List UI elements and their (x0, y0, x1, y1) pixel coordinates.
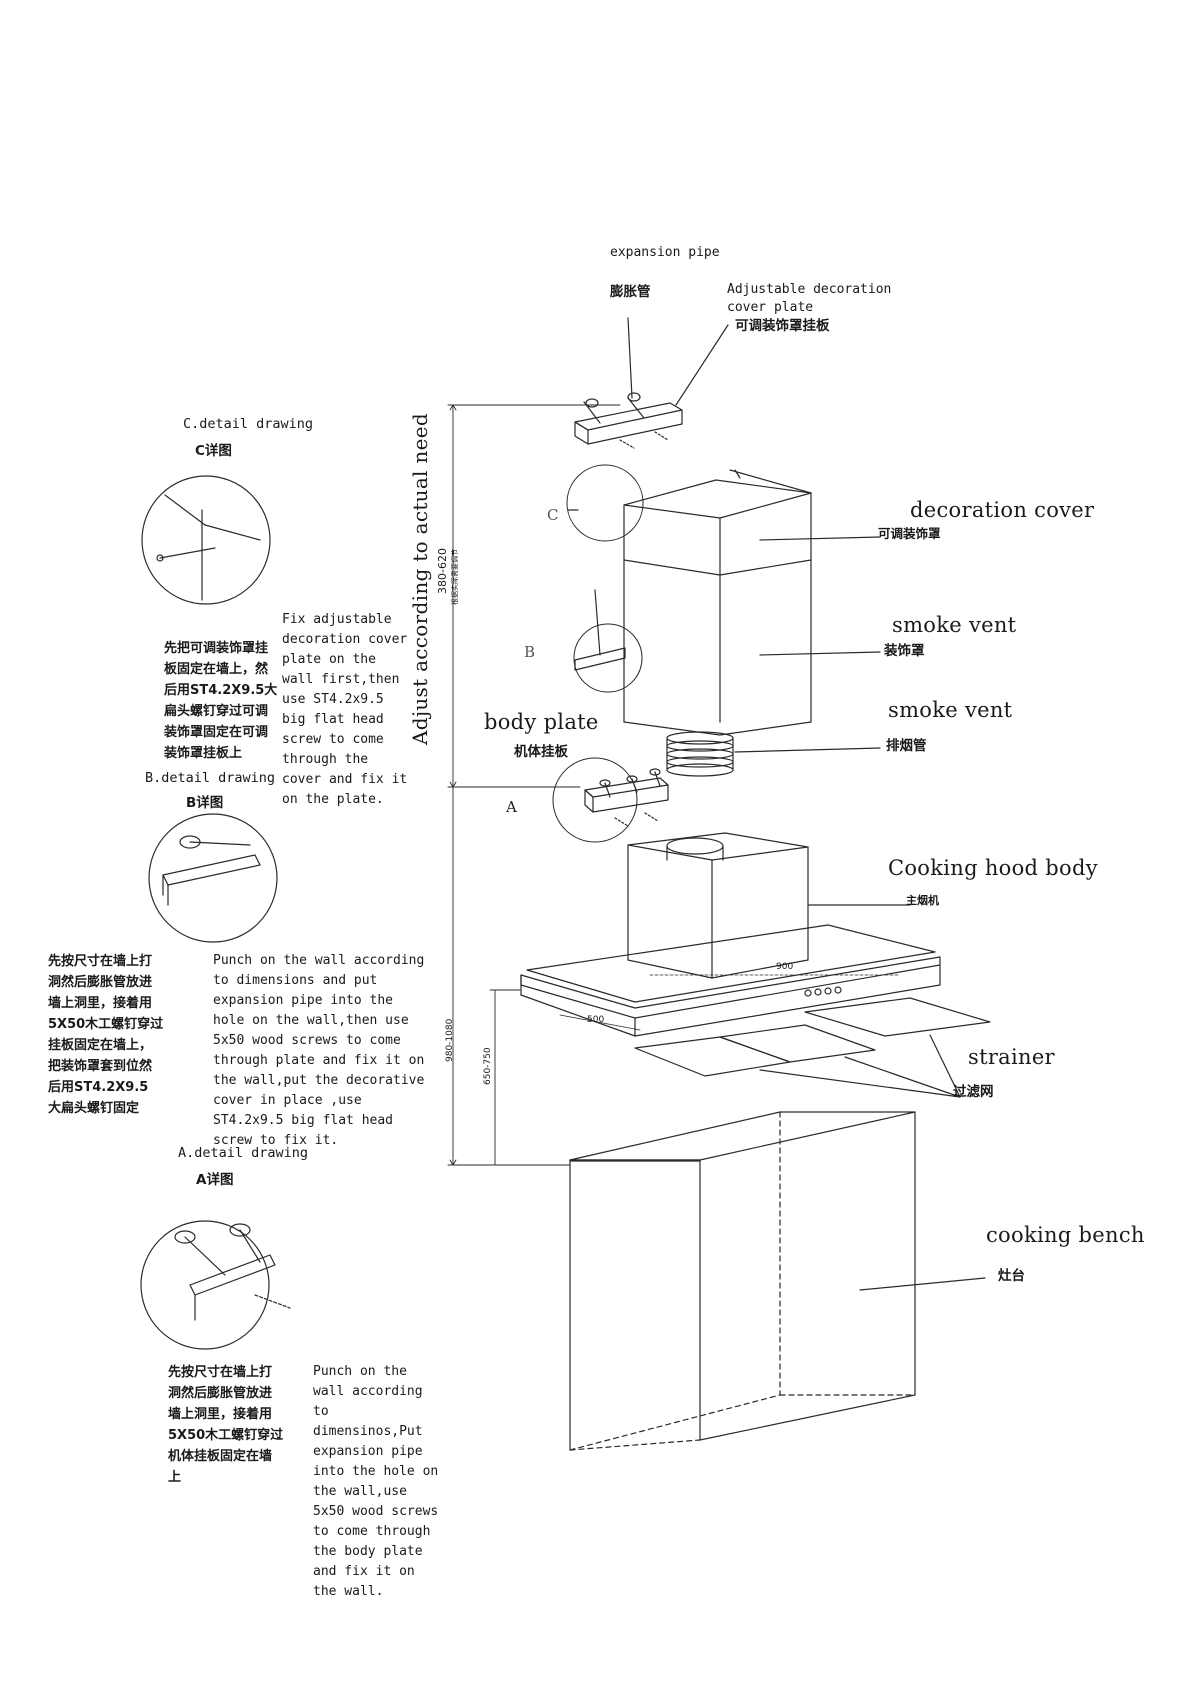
b-detail-text-en: Punch on the wall according to dimension… (213, 953, 425, 1148)
a-detail-text-en: Punch on the wall according to dimensino… (313, 1364, 439, 1599)
c-detail-text-en: Fix adjustable decoration cover plate on… (282, 612, 408, 807)
detail-circle-a (140, 757, 638, 1350)
smoke-vent-pipe-label-en: smoke vent (888, 698, 1013, 722)
dimension-900: 900 (776, 962, 794, 972)
dimension-980-1080: 980-1080 (445, 1018, 455, 1062)
detail-letter-a: A (506, 798, 517, 816)
dimension-650-750: 650-750 (483, 1047, 493, 1085)
hood-body-part (627, 832, 911, 979)
detail-letter-c: C (547, 506, 559, 524)
a-detail-text-cn: 先按尺寸在墙上打 洞然后膨胀管放进 墙上洞里，接着用 5X50木工螺钉穿过 机体… (168, 1365, 284, 1485)
adjustable-cover-plate-part (574, 317, 729, 449)
smoke-vent-pipe-part (666, 731, 881, 777)
cooking-bench-label-cn: 灶台 (998, 1268, 1025, 1284)
decoration-cover-label-cn: 可调装饰罩 (878, 526, 941, 541)
c-detail-title-cn: C详图 (195, 443, 232, 459)
expansion-pipe-label-cn: 膨胀管 (610, 284, 651, 300)
decoration-cover-part (623, 469, 881, 736)
body-plate-part (584, 768, 669, 827)
a-detail-title-en: A.detail drawing (178, 1145, 309, 1161)
c-detail-title-en: C.detail drawing (183, 416, 314, 432)
canopy-part (520, 924, 941, 1037)
dimension-380-620: 380-620 (436, 548, 449, 594)
adjustable-plate-label-cn: 可调装饰罩挂板 (735, 318, 830, 334)
body-plate-label-en: body plate (484, 710, 599, 734)
smoke-vent-pipe-label-cn: 排烟管 (886, 738, 927, 754)
adjustable-plate-label-en: Adjustable decoration cover plate (727, 282, 892, 315)
b-detail-title-cn: B详图 (186, 795, 224, 811)
b-detail-text-cn: 先按尺寸在墙上打 洞然后膨胀管放进 墙上洞里，接着用 5X50木工螺钉穿过 挂板… (48, 954, 164, 1116)
hood-body-label-en: Cooking hood body (888, 856, 1098, 880)
adjust-vertical-label: Adjust according to actual need (408, 413, 432, 745)
cooking-bench-part (569, 1111, 986, 1451)
a-detail-title-cn: A详图 (196, 1172, 234, 1188)
dimension-500: 500 (587, 1015, 605, 1025)
b-detail-title-en: B.detail drawing (145, 770, 276, 786)
dimension-lines (447, 404, 621, 1166)
dimension-380-620-note: 根据实际需要调节 (451, 549, 459, 605)
detail-letter-b: B (524, 643, 536, 661)
strainer-part (634, 997, 991, 1098)
smoke-vent-label-cn: 装饰罩 (884, 643, 925, 659)
cooking-bench-label-en: cooking bench (986, 1223, 1145, 1247)
hood-body-label-cn: 主烟机 (906, 894, 939, 907)
body-plate-label-cn: 机体挂板 (514, 744, 568, 760)
strainer-label-cn: 过滤网 (953, 1084, 994, 1100)
decoration-cover-label-en: decoration cover (910, 498, 1095, 522)
detail-circle-c (141, 464, 644, 605)
expansion-pipe-label-en: expansion pipe (610, 245, 720, 260)
c-detail-text-cn: 先把可调装饰罩挂 板固定在墙上，然 后用ST4.2X9.5大 扁头螺钉穿过可调 … (164, 641, 278, 761)
detail-circle-b (148, 589, 643, 943)
strainer-label-en: strainer (968, 1045, 1055, 1069)
smoke-vent-label-en: smoke vent (892, 613, 1017, 637)
